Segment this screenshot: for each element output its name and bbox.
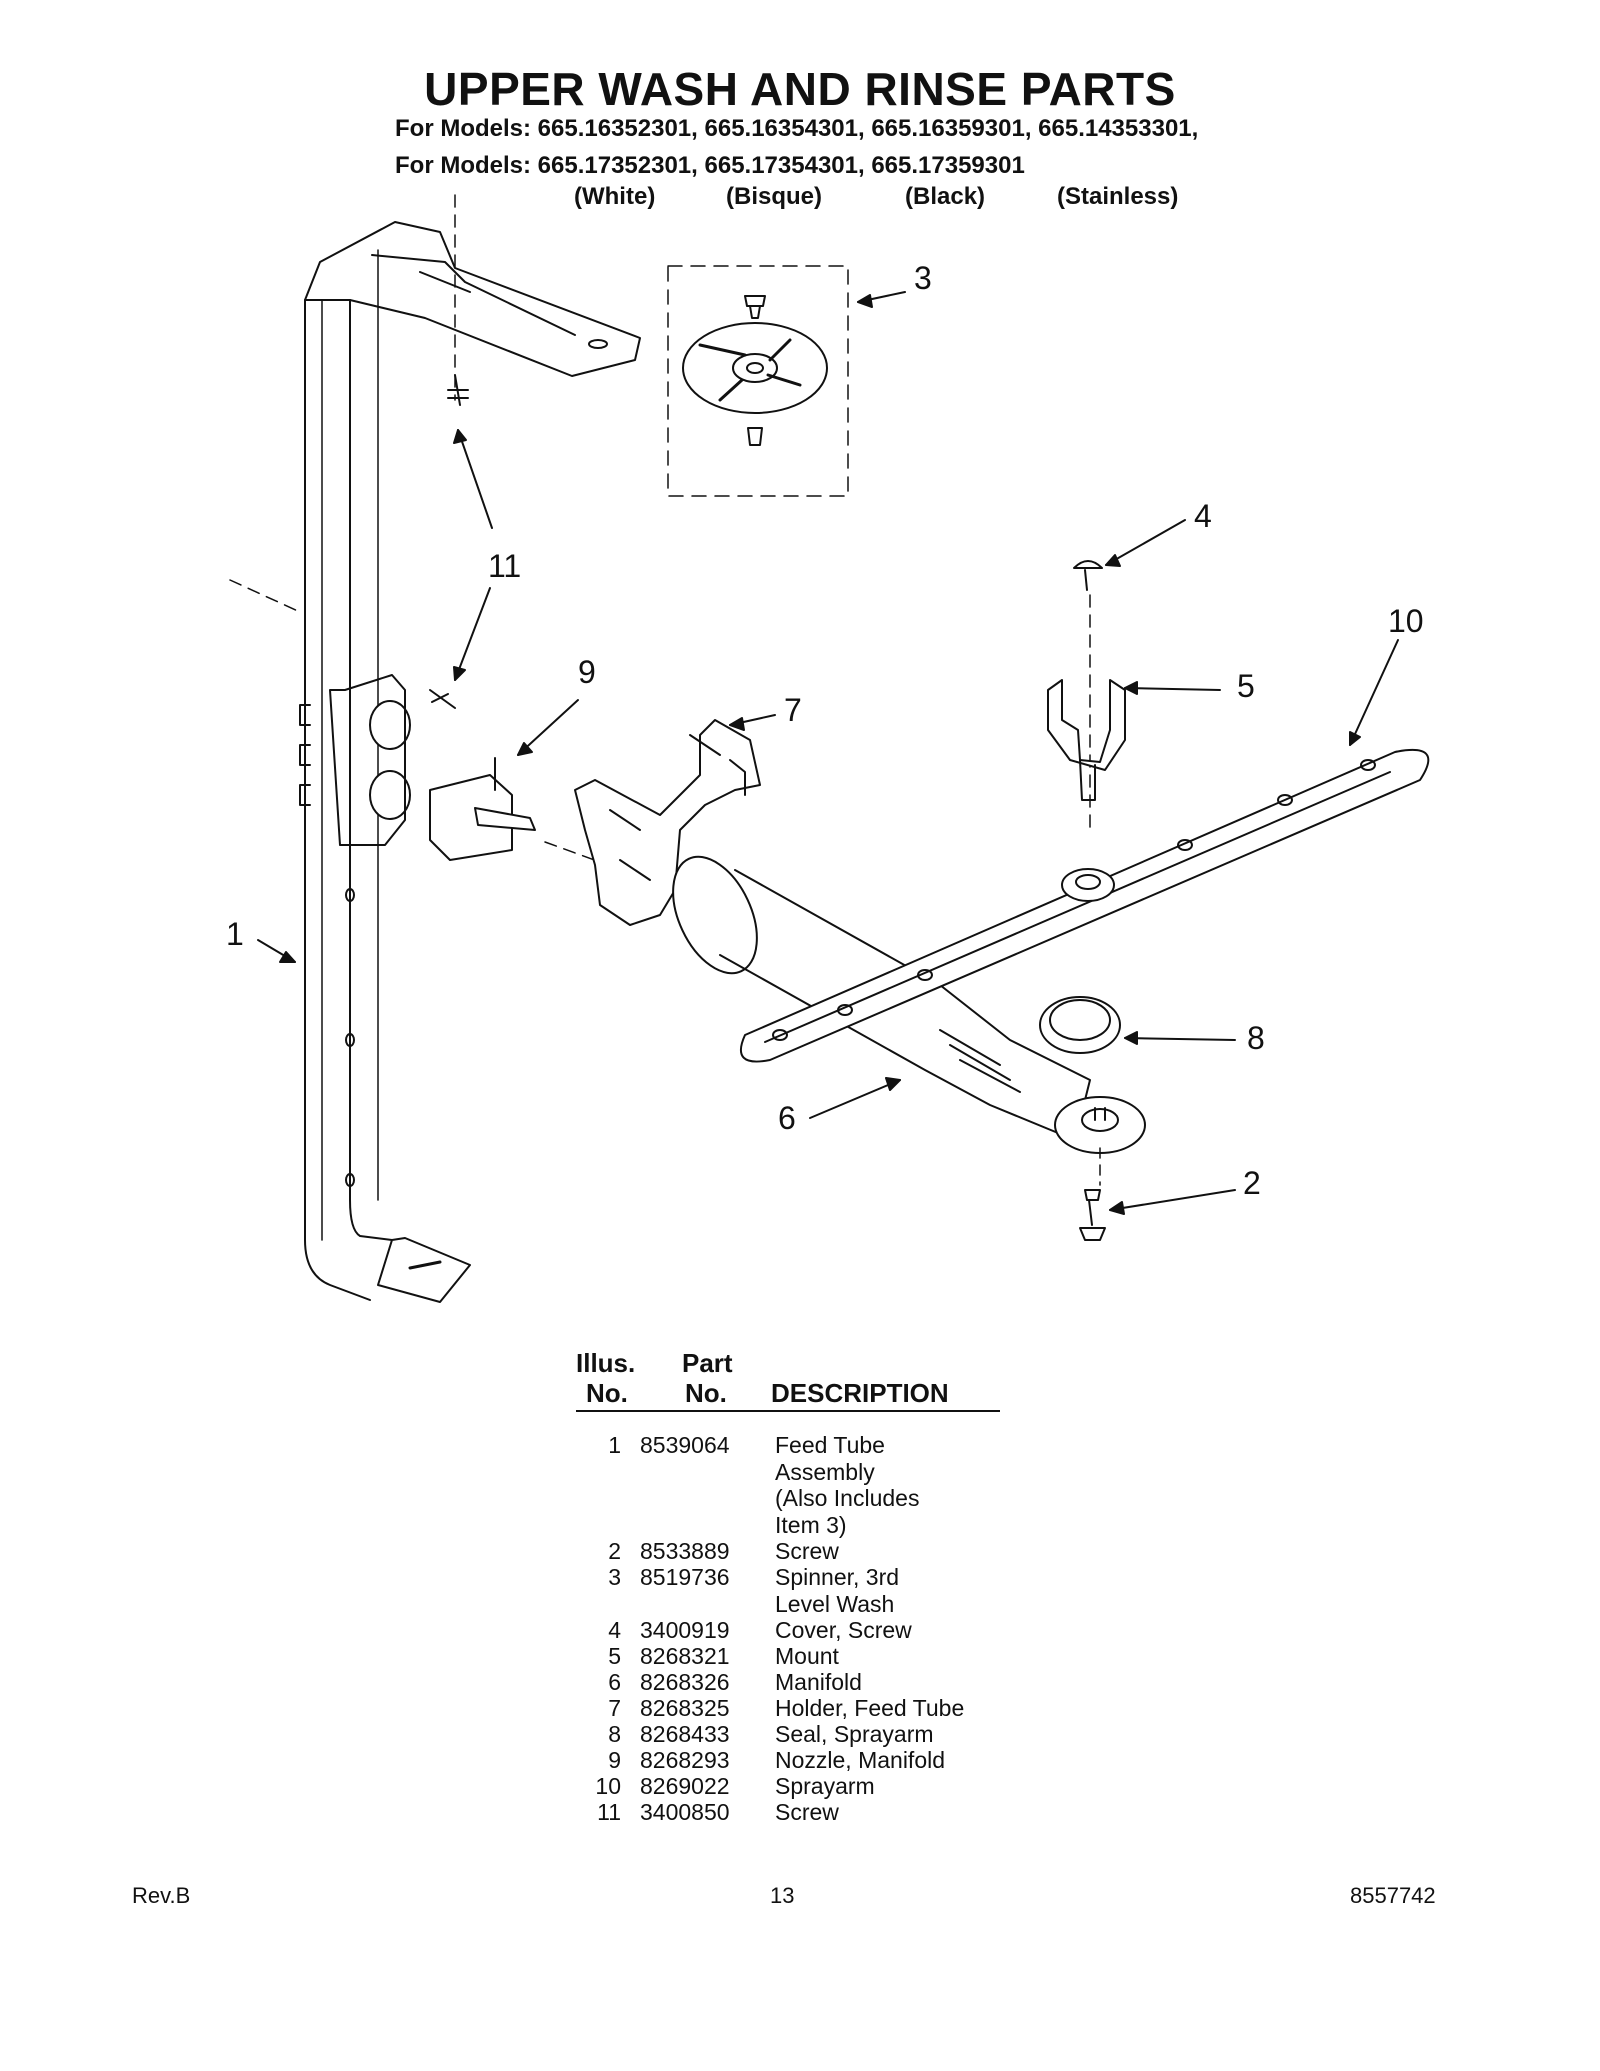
models-line-1: For Models: 665.16352301, 665.16354301, …: [395, 115, 1199, 142]
header-illus-line-2: No.: [586, 1378, 628, 1408]
part-description: Spinner, 3rd Level Wash: [775, 1564, 900, 1617]
feed-tube-holder: [574, 719, 761, 926]
illus-number: 9: [608, 1747, 621, 1773]
callout-6: 6: [778, 1100, 796, 1136]
manifold-nozzle: [429, 757, 601, 863]
header-illus-line-1: Illus.: [576, 1348, 636, 1378]
part-description: Screw: [775, 1799, 839, 1825]
screw-cover: [1073, 560, 1103, 591]
callout-5: 5: [1237, 668, 1255, 704]
part-number: 8533889: [640, 1538, 730, 1564]
part-description: Cover, Screw: [775, 1617, 912, 1643]
sprayarm-mount: [1047, 679, 1126, 801]
feed-tube-assembly: [229, 194, 641, 1303]
header-part-line-1: Part: [682, 1348, 733, 1378]
exploded-parts-diagram: [229, 194, 1430, 1303]
page-number: 13: [770, 1883, 795, 1908]
part-number: 8269022: [640, 1773, 730, 1799]
part-number: 8268321: [640, 1643, 730, 1669]
part-description: Feed Tube Assembly (Also Includes Item 3…: [775, 1432, 920, 1538]
callout-2: 2: [1243, 1165, 1261, 1201]
finish-stainless: (Stainless): [1057, 183, 1179, 210]
callout-9: 9: [578, 654, 596, 690]
revision-label: Rev.B: [132, 1883, 191, 1908]
part-number: 8519736: [640, 1564, 730, 1590]
models-line-2: For Models: 665.17352301, 665.17354301, …: [395, 152, 1025, 179]
illus-number: 4: [608, 1617, 621, 1643]
illus-number: 8: [608, 1721, 621, 1747]
callout-7: 7: [784, 692, 802, 728]
part-description: Manifold: [775, 1669, 862, 1695]
header-part-line-2: No.: [685, 1378, 727, 1408]
illus-number: 1: [608, 1432, 621, 1458]
finish-black: (Black): [905, 183, 986, 210]
illus-number: 2: [608, 1538, 621, 1564]
manifold: [672, 855, 1146, 1154]
illus-number: 7: [608, 1695, 621, 1721]
sprayarm-seal: [1039, 996, 1121, 1054]
callout-1: 1: [226, 916, 244, 952]
part-description: Screw: [775, 1538, 839, 1564]
part-description: Nozzle, Manifold: [775, 1747, 946, 1773]
part-number: 3400850: [640, 1799, 730, 1825]
callout-4: 4: [1194, 498, 1212, 534]
illus-number: 10: [595, 1773, 621, 1799]
part-description: Seal, Sprayarm: [775, 1721, 934, 1747]
finish-bisque: (Bisque): [726, 183, 822, 210]
part-description: Holder, Feed Tube: [775, 1695, 965, 1721]
document-number: 8557742: [1350, 1883, 1436, 1908]
callout-11: 11: [488, 548, 522, 584]
part-number: 3400919: [640, 1617, 730, 1643]
part-number: 8268326: [640, 1669, 730, 1695]
page-title: UPPER WASH AND RINSE PARTS: [424, 63, 1176, 115]
callout-10: 10: [1388, 603, 1424, 639]
part-number: 8268433: [640, 1721, 730, 1747]
illus-number: 3: [608, 1564, 621, 1590]
screw-item-11: [429, 374, 469, 709]
callout-leader-lines: [257, 291, 1399, 1215]
part-number: 8268293: [640, 1747, 730, 1773]
part-description: Mount: [775, 1643, 839, 1669]
table-header-rule: [576, 1410, 1000, 1412]
sprayarm: [739, 748, 1430, 1063]
illus-number: 6: [608, 1669, 621, 1695]
spinner-3rd-level-wash: [667, 265, 849, 497]
part-description: Sprayarm: [775, 1773, 875, 1799]
header-description: DESCRIPTION: [771, 1378, 949, 1408]
illus-number: 11: [597, 1799, 621, 1825]
callout-3: 3: [914, 260, 932, 296]
illus-number: 5: [608, 1643, 621, 1669]
part-number: 8539064: [640, 1432, 730, 1458]
screw-item-2: [1079, 1189, 1106, 1241]
part-number: 8268325: [640, 1695, 730, 1721]
callout-8: 8: [1247, 1020, 1265, 1056]
finish-white: (White): [574, 183, 656, 210]
